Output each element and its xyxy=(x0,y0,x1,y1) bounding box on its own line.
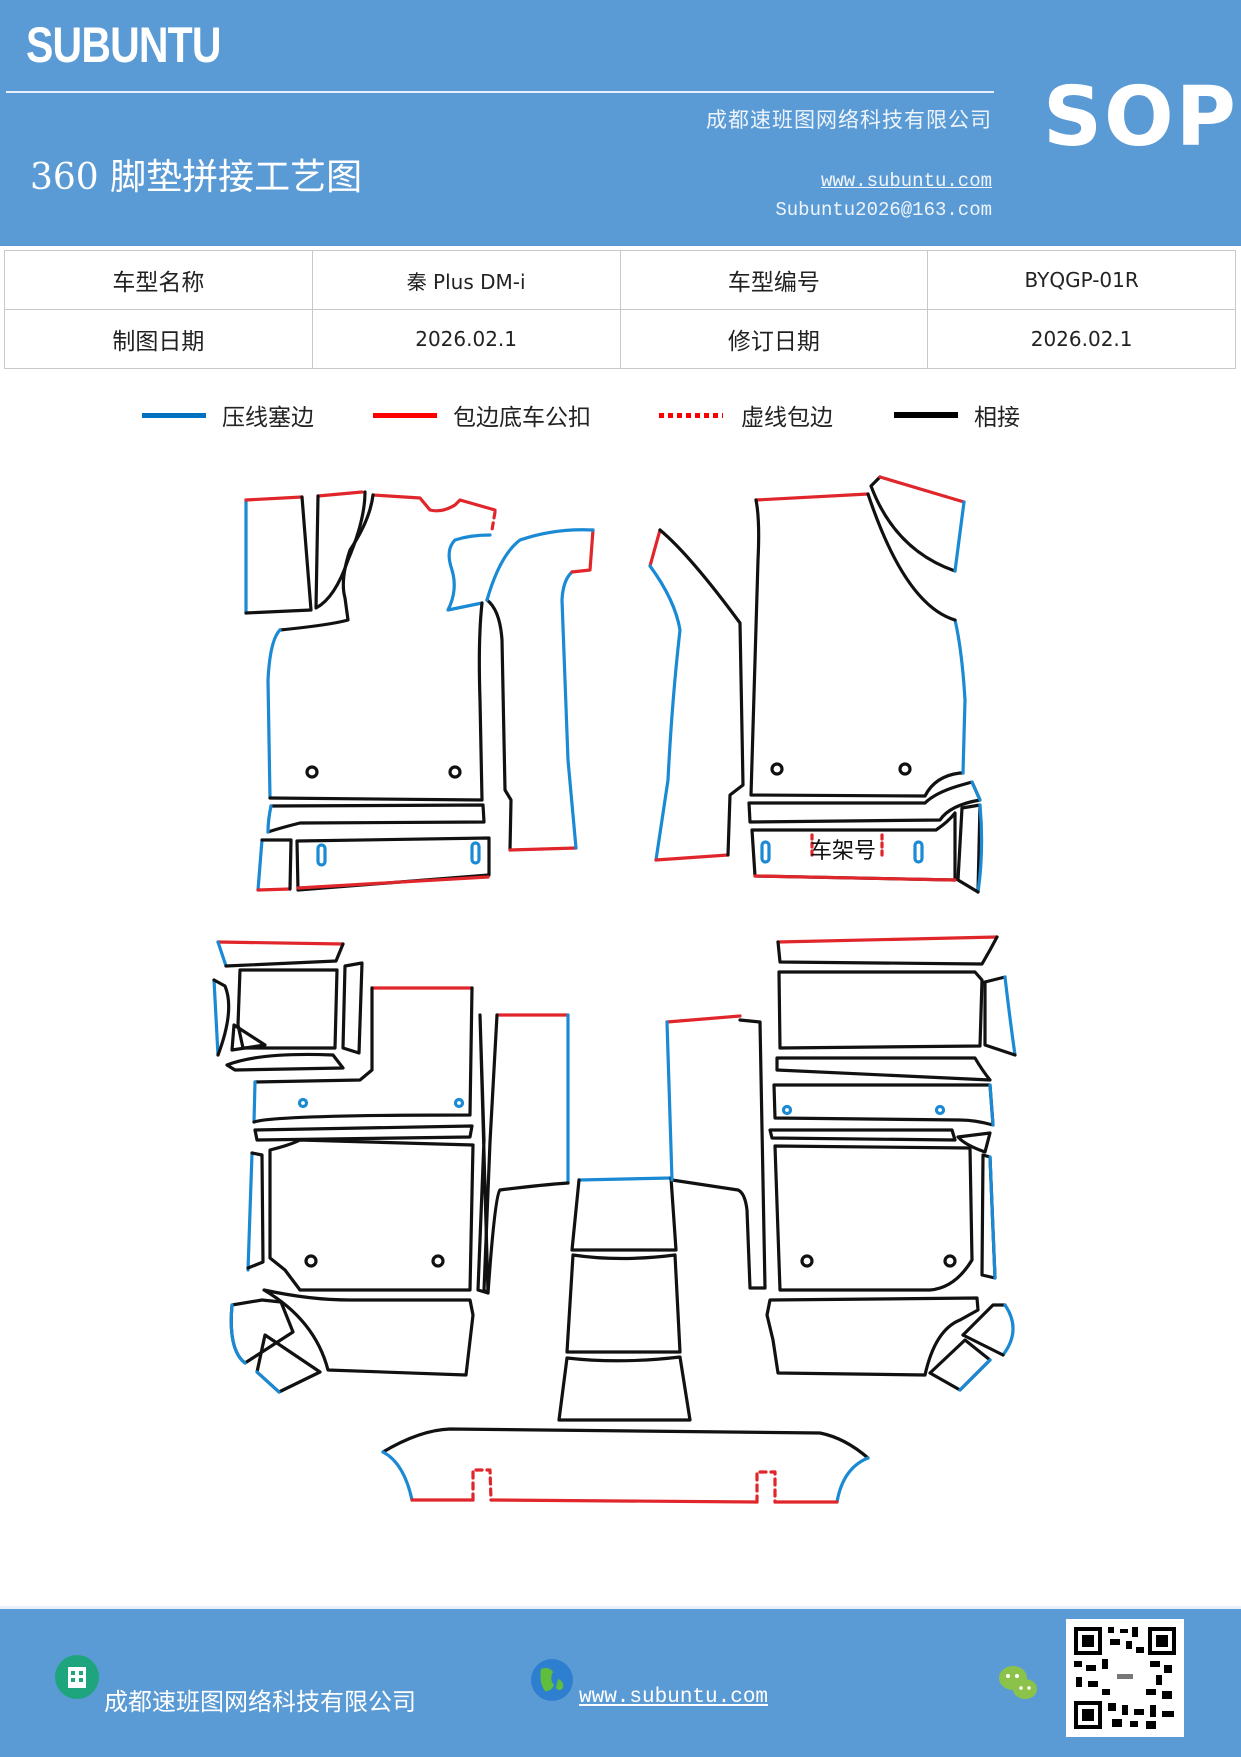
header-divider xyxy=(6,91,994,93)
header-banner: SUBUNTU 成都速班图网络科技有限公司 SOP 360 脚垫拼接工艺图 ww… xyxy=(0,0,1241,246)
legend-item-red: 包边底车公扣 xyxy=(373,398,591,432)
frame-number-label: 车架号 xyxy=(810,839,876,864)
legend-item-red-dotted: 虚线包边 xyxy=(659,398,833,432)
red-line-swatch xyxy=(373,412,437,418)
legend-label: 虚线包边 xyxy=(741,405,833,431)
globe-icon xyxy=(531,1659,573,1701)
legend: 压线塞边 包边底车公扣 虚线包边 相接 xyxy=(0,398,1241,438)
front-left-mat-group xyxy=(244,490,595,892)
black-line-swatch xyxy=(894,412,958,418)
legend-label: 压线塞边 xyxy=(222,405,314,431)
email-address: Subuntu2026@163.com xyxy=(775,199,992,221)
red-dotted-swatch xyxy=(659,412,723,418)
model-name-label: 车型名称 xyxy=(4,250,313,310)
blue-line-swatch xyxy=(142,412,206,418)
model-code-value: BYQGP-01R xyxy=(927,250,1236,310)
rear-bench-mat xyxy=(381,1427,870,1504)
table-row: 车型名称 秦 Plus DM-i 车型编号 BYQGP-01R xyxy=(4,250,1236,310)
drawing-date-value: 2026.02.1 xyxy=(311,309,621,369)
drawing-date-label: 制图日期 xyxy=(4,309,313,369)
rear-right-mat-group xyxy=(765,935,1017,1392)
website-link[interactable]: www.subuntu.com xyxy=(820,170,992,192)
rear-left-mat-group xyxy=(212,940,570,1394)
center-mat-group xyxy=(557,1014,767,1422)
table-row: 制图日期 2026.02.1 修订日期 2026.02.1 xyxy=(4,309,1236,369)
page-title: 360 脚垫拼接工艺图 xyxy=(30,157,363,198)
model-name-value: 秦 Plus DM-i xyxy=(311,250,621,310)
footer-company-name: 成都速班图网络科技有限公司 xyxy=(104,1688,416,1716)
front-right-mat-group: 车架号 xyxy=(648,475,984,894)
revision-date-label: 修订日期 xyxy=(619,309,929,369)
legend-item-blue: 压线塞边 xyxy=(142,398,314,432)
legend-item-black: 相接 xyxy=(894,398,1020,432)
model-code-label: 车型编号 xyxy=(619,250,929,310)
brand-logo: SUBUNTU xyxy=(26,17,222,73)
footer-website-link[interactable]: www.subuntu.com xyxy=(579,1686,769,1709)
wechat-icon xyxy=(999,1666,1037,1699)
company-name: 成都速班图网络科技有限公司 xyxy=(706,108,992,132)
qr-code xyxy=(1066,1619,1184,1737)
floor-mat-diagram: 车架号 xyxy=(212,475,1017,1504)
sop-badge: SOP xyxy=(1043,70,1238,165)
vehicle-info-table: 车型名称 秦 Plus DM-i 车型编号 BYQGP-01R 制图日期 202… xyxy=(4,250,1236,369)
legend-label: 相接 xyxy=(974,405,1020,431)
building-icon xyxy=(55,1655,99,1699)
footer-banner: 成都速班图网络科技有限公司 www.subuntu.com xyxy=(0,1606,1241,1757)
legend-label: 包边底车公扣 xyxy=(453,405,591,431)
revision-date-value: 2026.02.1 xyxy=(927,309,1236,369)
